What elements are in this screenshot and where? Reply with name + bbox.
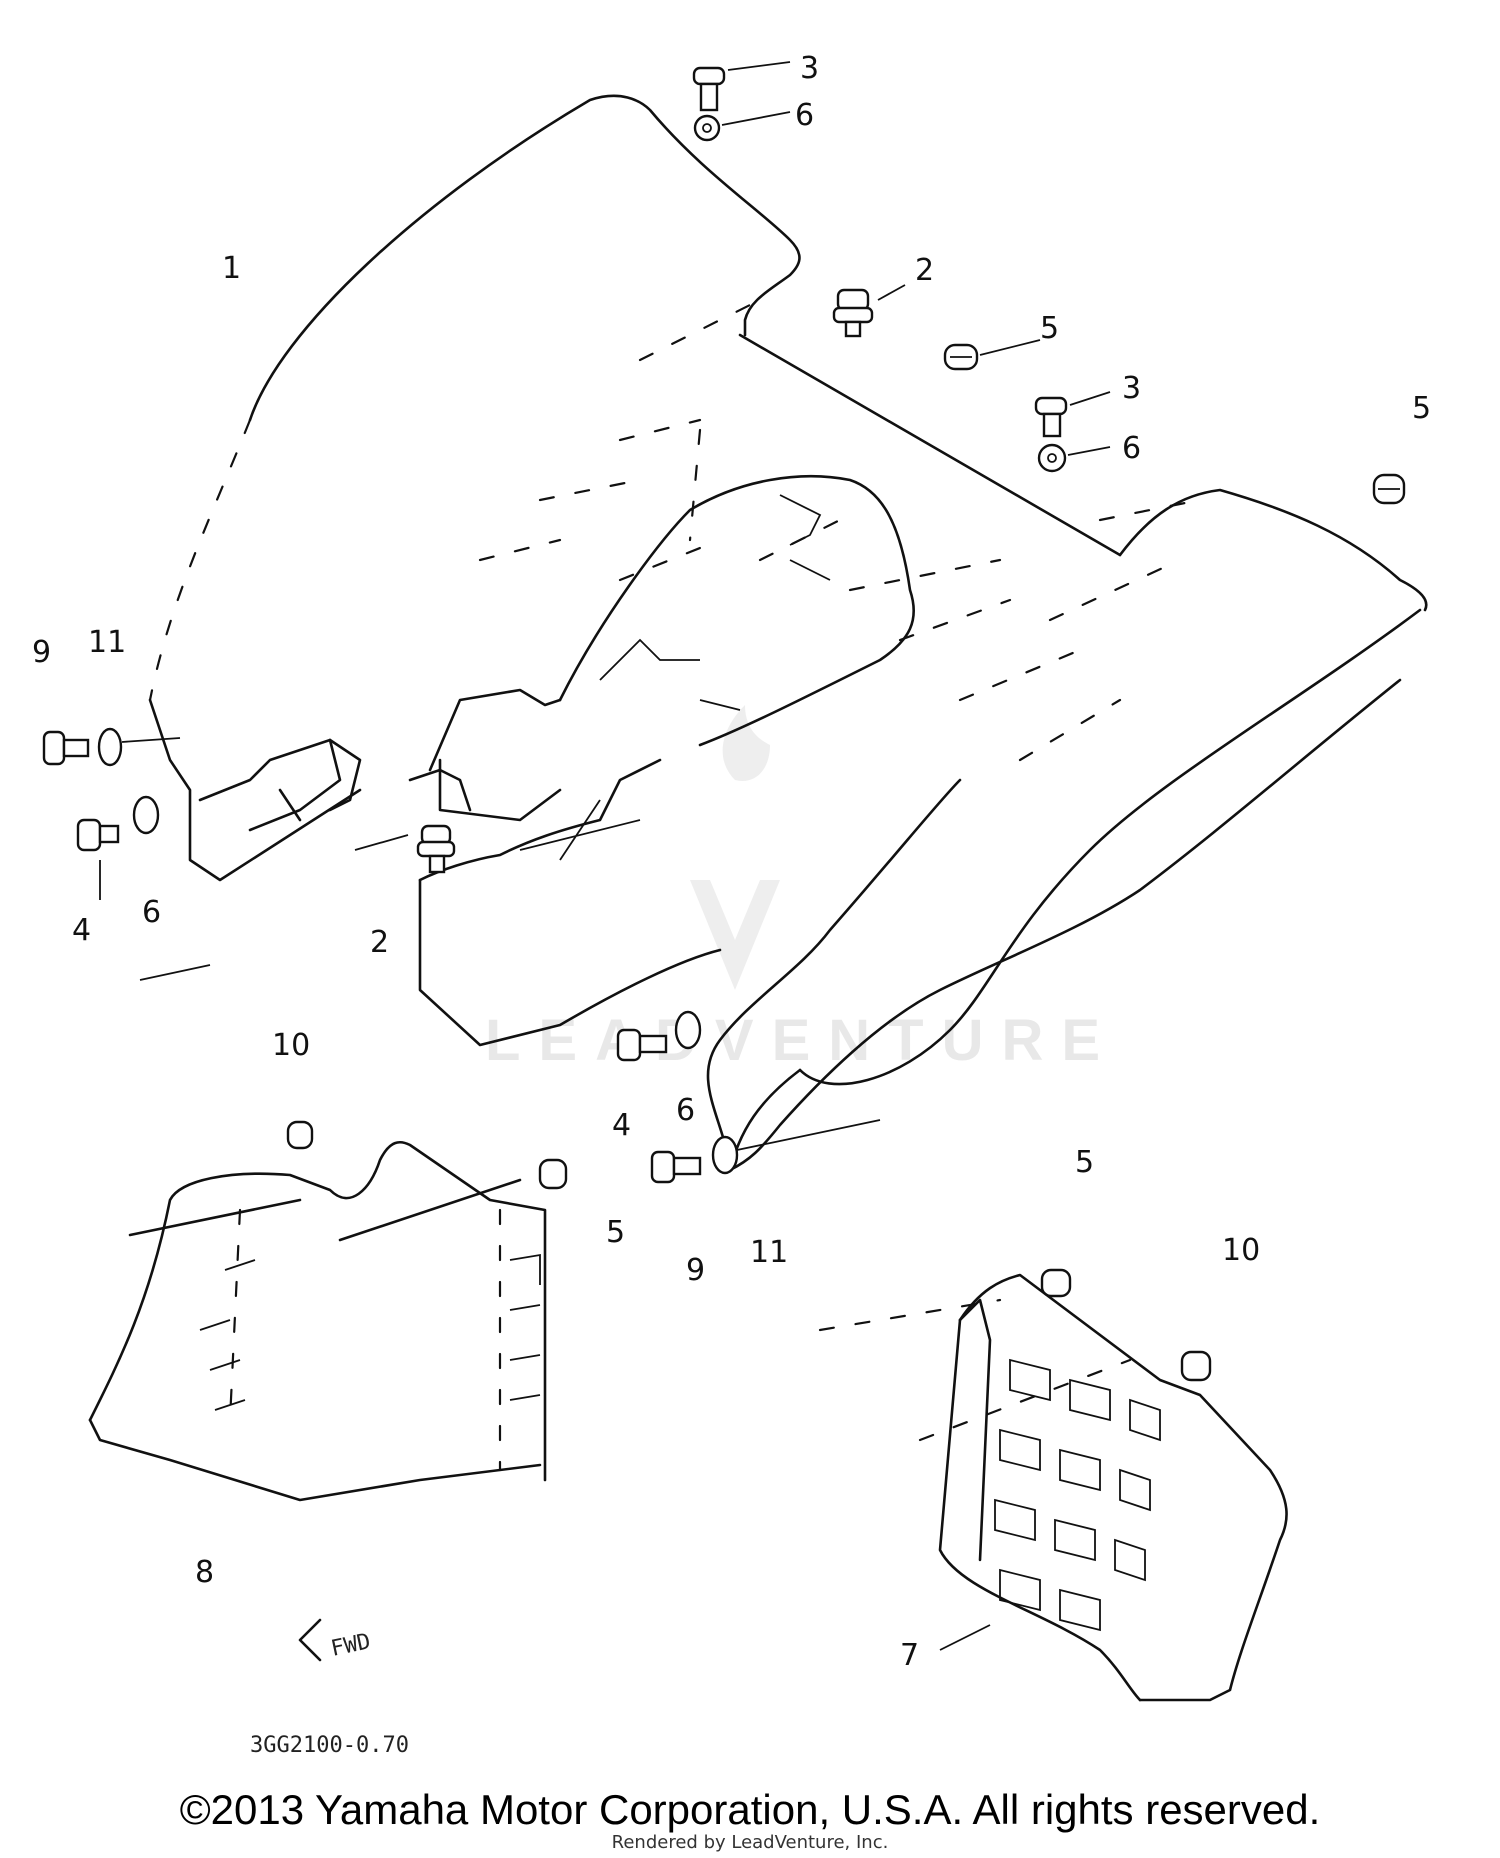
nut-icon: [1180, 1350, 1212, 1382]
grommet-icon: [416, 824, 456, 874]
callout-6: 6: [795, 98, 814, 133]
callout-2: 2: [915, 253, 934, 288]
callout-2: 2: [370, 925, 389, 960]
mud-flap-part-8: FWD: [88, 1140, 547, 1662]
washer-icon: [97, 727, 123, 767]
callout-11: 11: [750, 1235, 788, 1270]
callout-10: 10: [1222, 1233, 1260, 1268]
watermark-text: LEADVENTURE: [485, 1008, 1118, 1073]
leader-lines: [99, 61, 1111, 1651]
rear-fender-part-1: [148, 94, 1428, 1172]
grommet-icon: [832, 288, 874, 338]
callout-3: 3: [1122, 371, 1141, 406]
callout-6: 6: [676, 1093, 695, 1128]
callout-3: 3: [800, 51, 819, 86]
callout-9: 9: [686, 1253, 705, 1288]
callout-11: 11: [88, 625, 126, 660]
callout-4: 4: [612, 1108, 631, 1143]
callout-4: 4: [72, 913, 91, 948]
fwd-mark: FWD: [329, 1629, 373, 1662]
rendered-by-credit: Rendered by LeadVenture, Inc.: [611, 1832, 889, 1853]
callout-5: 5: [1075, 1145, 1094, 1180]
nut-icon: [538, 1158, 568, 1190]
nut-icon: [1372, 473, 1406, 505]
callout-5: 5: [1040, 311, 1059, 346]
callout-5: 5: [1412, 391, 1431, 426]
callout-5: 5: [606, 1215, 625, 1250]
nut-icon: [1040, 1268, 1072, 1298]
bolt-icon: [1034, 396, 1068, 438]
watermark-logo: [690, 705, 780, 990]
callout-10: 10: [272, 1028, 310, 1063]
callout-8: 8: [195, 1555, 214, 1590]
washer-icon: [674, 1010, 702, 1050]
bolt-icon: [692, 66, 726, 112]
bolt-icon: [42, 730, 90, 766]
callout-7: 7: [900, 1638, 919, 1673]
washer-icon: [1037, 443, 1067, 473]
mud-flap-part-7: [818, 1273, 1288, 1702]
washer-icon: [693, 114, 721, 142]
nut-icon: [286, 1120, 314, 1150]
bolt-icon: [76, 818, 120, 852]
nut-icon: [943, 343, 979, 371]
hardware: [42, 66, 1406, 1382]
washer-icon: [132, 795, 160, 835]
washer-icon: [711, 1135, 739, 1175]
callout-1: 1: [222, 251, 241, 286]
callout-6: 6: [142, 895, 161, 930]
fwd-arrow-icon: [298, 1618, 322, 1662]
bolt-icon: [650, 1150, 702, 1184]
copyright-notice: ©2013 Yamaha Motor Corporation, U.S.A. A…: [179, 1786, 1321, 1833]
callout-6: 6: [1122, 431, 1141, 466]
diagram-code: 3GG2100-0.70: [250, 1733, 409, 1758]
callout-9: 9: [32, 635, 51, 670]
bolt-icon: [616, 1028, 668, 1062]
